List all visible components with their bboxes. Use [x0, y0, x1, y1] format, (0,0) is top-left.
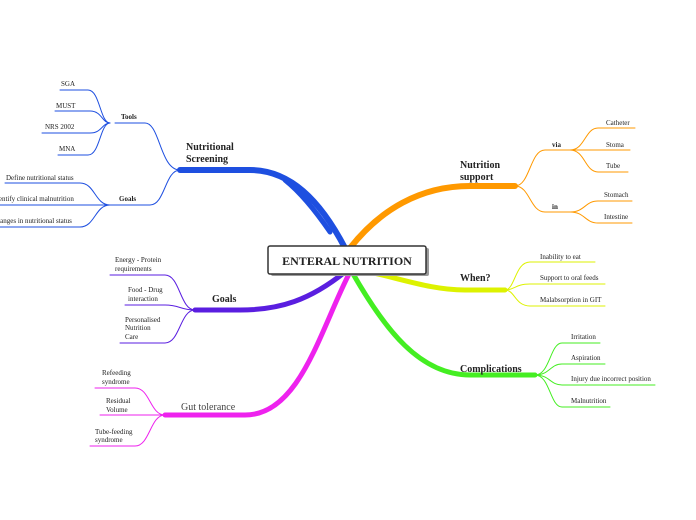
connector-inability — [504, 261, 596, 291]
branch-complications: Complications Irritation Aspiration Inju… — [349, 269, 656, 408]
goal-item-energy-l2: requirements — [115, 265, 152, 273]
gut-item-residual-l1: Residual — [106, 397, 131, 405]
goal-item-fooddrug-l1: Food - Drug — [128, 286, 163, 294]
connector-personalised — [119, 309, 196, 344]
connector-via — [514, 149, 571, 187]
tool-item-mna: MNA — [59, 145, 75, 153]
when-title: When? — [460, 273, 491, 284]
in-item-stomach: Stomach — [604, 191, 629, 199]
connector-support-oral — [504, 283, 606, 291]
complication-item-irritation: Irritation — [571, 333, 596, 341]
connector-food-drug — [124, 304, 196, 311]
connector-goals-main — [192, 269, 348, 313]
goal-item-personalised-l2: Nutrition — [125, 324, 151, 332]
connector-screening-main-thin — [282, 177, 333, 235]
tool-item-sga: SGA — [61, 80, 75, 88]
when-item-support-oral: Support to oral feeds — [540, 274, 599, 282]
central-topic-label: ENTERAL NUTRITION — [282, 254, 412, 268]
support-title-line1: Nutrition — [460, 160, 500, 171]
tool-item-nrs: NRS 2002 — [45, 123, 75, 131]
gut-item-tubefeeding-l2: syndrome — [95, 436, 123, 444]
tool-item-must: MUST — [56, 102, 76, 110]
screening-title-line2: Screening — [186, 154, 228, 165]
connector-define — [4, 182, 111, 206]
connector-injury — [534, 374, 656, 386]
connector-changes — [0, 204, 111, 228]
gut-title: Gut tolerance — [181, 402, 236, 413]
connector-tube — [569, 149, 629, 173]
screening-goal-item-identify: Identify clinical malnutrition — [0, 195, 74, 203]
connector-malabsorption — [504, 289, 606, 307]
complication-item-aspiration: Aspiration — [571, 354, 601, 362]
goal-item-fooddrug-l2: interaction — [128, 295, 158, 303]
connector-mna — [57, 122, 111, 156]
connector-complications-main — [349, 269, 538, 378]
goal-item-personalised-l3: Care — [125, 333, 138, 341]
via-item-catheter: Catheter — [606, 119, 630, 127]
branch-nutrition-support: Nutrition support via in Catheter Stoma … — [347, 119, 636, 251]
connector-tubefeeding — [89, 414, 166, 447]
gut-item-residual-l2: Volume — [106, 406, 128, 414]
connector-goals-sub — [109, 169, 181, 206]
screening-goal-item-changes: Changes in nutritional status — [0, 217, 72, 225]
complications-title: Complications — [460, 364, 522, 375]
via-item-tube: Tube — [606, 162, 620, 170]
connector-in — [514, 185, 571, 213]
tools-label: Tools — [121, 113, 137, 121]
in-label: in — [552, 203, 558, 211]
central-topic-box — [267, 245, 427, 275]
gut-item-refeeding-l1: Refeeding — [102, 369, 131, 377]
when-item-inability: Inability to eat — [540, 253, 581, 261]
connector-refeeding — [94, 387, 166, 416]
branch-gut-tolerance: Gut tolerance Refeeding syndrome Residua… — [89, 269, 353, 447]
connector-tools — [114, 122, 181, 171]
screening-title-line1: Nutritional — [186, 142, 234, 153]
goals-title: Goals — [212, 294, 237, 305]
connector-must — [54, 110, 111, 124]
via-item-stoma: Stoma — [606, 141, 625, 149]
screening-goals-label: Goals — [119, 195, 136, 203]
connector-stomach — [569, 200, 633, 213]
goal-item-energy-l1: Energy - Protein — [115, 256, 162, 264]
support-title-line2: support — [460, 172, 494, 183]
via-label: via — [552, 141, 561, 149]
connector-aspiration — [534, 363, 606, 376]
connector-gut-main — [162, 269, 353, 418]
complication-item-malnutrition: Malnutrition — [571, 397, 607, 405]
branch-nutritional-screening: Nutritional Screening Tools Goals SGA MU… — [0, 80, 348, 251]
connector-screening-main — [177, 167, 348, 251]
screening-goal-item-define: Define nutritional status — [6, 174, 74, 182]
branch-goals: Goals Energy - Protein requirements Food… — [109, 256, 348, 344]
connector-intestine — [569, 211, 633, 224]
connector-energy — [109, 274, 196, 311]
connector-irritation — [534, 342, 601, 376]
complication-item-injury: Injury due incorrect position — [571, 375, 651, 383]
gut-item-tubefeeding-l1: Tube-feeding — [95, 428, 133, 436]
connector-support-main — [347, 183, 518, 251]
central-topic[interactable]: ENTERAL NUTRITION — [267, 245, 429, 276]
gut-item-refeeding-l2: syndrome — [102, 378, 130, 386]
connector-malnutrition — [534, 374, 611, 408]
in-item-intestine: Intestine — [604, 213, 628, 221]
when-item-malabsorption: Malabsorption in GIT — [540, 296, 602, 304]
connector-catheter — [569, 127, 636, 151]
goal-item-personalised-l1: Personalised — [125, 316, 161, 324]
